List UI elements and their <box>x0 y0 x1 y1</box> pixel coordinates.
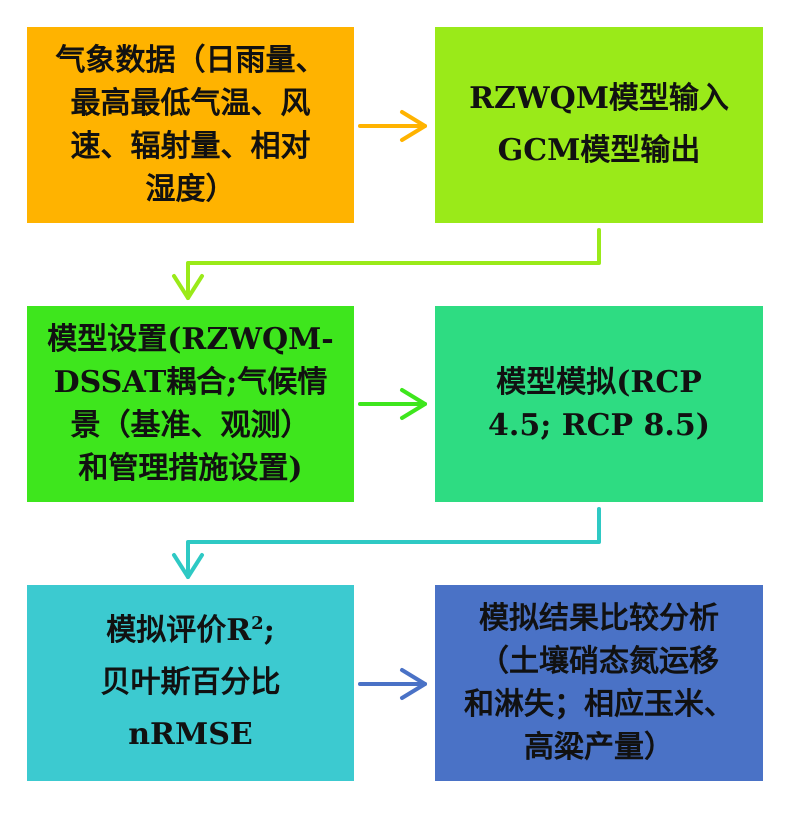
evaluation-semicolon: ; <box>263 613 275 648</box>
box-text-line: （土壤硝态氮运移 <box>479 644 719 679</box>
model-setup-box: 模型设置(RZWQM- DSSAT耦合;气候情 景（基准、观测） 和管理措施设置… <box>27 306 354 502</box>
box-text-line: GCM模型输出 <box>497 133 701 168</box>
box-text-line: 速、辐射量、相对 <box>70 129 311 164</box>
arrow-setup-to-simulation <box>358 388 427 420</box>
box-text-line: nRMSE <box>128 717 253 752</box>
box-text-line: 高粱产量） <box>524 730 674 765</box>
result-analysis-box: 模拟结果比较分析 （土壤硝态氮运移 和淋失；相应玉米、 高粱产量） <box>435 585 763 781</box>
box-text-line: 模拟结果比较分析 <box>479 601 719 636</box>
box-text-line: 模型设置(RZWQM- <box>47 322 334 357</box>
model-evaluation-box: 模拟评价R2; 贝叶斯百分比 nRMSE <box>27 585 354 781</box>
weather-data-box: 气象数据（日雨量、 最高最低气温、风 速、辐射量、相对 湿度） <box>27 27 354 223</box>
box-text-line: 景（基准、观测） <box>70 408 311 443</box>
box-text-line: 和管理措施设置) <box>78 451 303 486</box>
arrow-input-to-setup <box>172 228 601 300</box>
arrow-evaluation-to-analysis <box>358 668 427 700</box>
box-text-line: 气象数据（日雨量、 <box>55 43 326 78</box>
r-squared-superscript: 2 <box>251 613 264 634</box>
model-simulation-box: 模型模拟(RCP 4.5; RCP 8.5) <box>435 306 763 502</box>
box-text-line: 贝叶斯百分比 <box>100 665 281 700</box>
box-text-line: 模拟评价R2; <box>106 605 275 657</box>
box-text-line: 湿度） <box>145 172 236 207</box>
box-text-line: 最高最低气温、风 <box>70 86 311 121</box>
box-text-line: DSSAT耦合;气候情 <box>53 365 328 400</box>
evaluation-label: 模拟评价R <box>106 613 252 648</box>
box-text-line: 和淋失；相应玉米、 <box>464 687 734 722</box>
box-text-line: RZWQM模型输入 <box>469 81 729 116</box>
box-text-line: 4.5; RCP 8.5) <box>488 408 710 443</box>
rzwqm-input-box: RZWQM模型输入 GCM模型输出 <box>435 27 763 223</box>
box-text-line: 模型模拟(RCP <box>496 365 702 400</box>
arrow-simulation-to-evaluation <box>172 507 601 579</box>
arrow-weather-to-input <box>358 110 427 142</box>
